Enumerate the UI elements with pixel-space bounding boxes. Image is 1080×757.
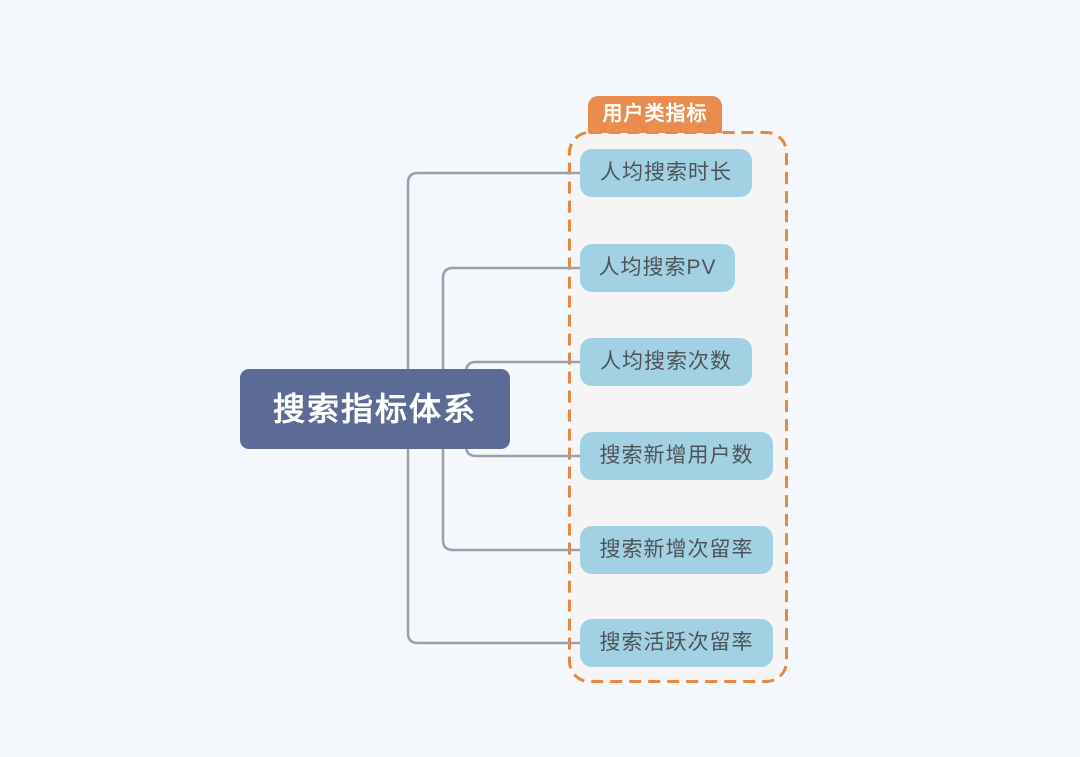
metric-node-1: 人均搜索时长 [580, 149, 752, 197]
group-container-box [568, 131, 788, 683]
metric-node-3: 人均搜索次数 [580, 338, 752, 386]
metric-node-5: 搜索新增次留率 [580, 526, 773, 574]
connector-line-5 [441, 407, 582, 552]
metric-node-4: 搜索新增用户数 [580, 432, 773, 480]
connector-line-1 [406, 171, 582, 411]
metric-node-2: 人均搜索PV [580, 244, 735, 292]
group-label: 用户类指标 [588, 96, 722, 133]
root-node: 搜索指标体系 [240, 369, 510, 449]
metric-node-6: 搜索活跃次留率 [580, 619, 773, 667]
connector-line-2 [441, 266, 582, 411]
connector-line-6 [406, 407, 582, 645]
